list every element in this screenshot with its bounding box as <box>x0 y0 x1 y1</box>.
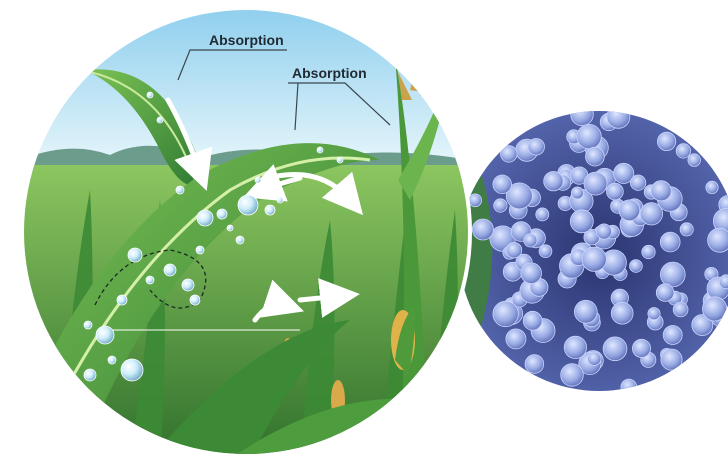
particle-bead <box>472 219 493 240</box>
particle-bead <box>506 329 526 349</box>
particle-bead <box>676 144 690 158</box>
particle-bead <box>706 181 718 193</box>
particle-bead <box>493 175 512 194</box>
water-droplet <box>164 264 176 276</box>
particle-bead <box>596 224 611 239</box>
absorption-label-top: Absorption <box>209 32 284 48</box>
water-droplet <box>84 321 92 329</box>
particle-bead <box>570 210 593 233</box>
particle-bead <box>539 245 552 258</box>
water-droplet <box>196 246 204 254</box>
particle-bead <box>493 301 518 326</box>
particle-bead <box>536 208 549 221</box>
particle-bead <box>680 223 693 236</box>
water-droplet <box>176 186 184 194</box>
particle-bead <box>663 326 682 345</box>
particle-bead <box>584 172 607 195</box>
particle-bead <box>561 364 584 387</box>
water-droplet <box>337 157 343 163</box>
particle-bead <box>611 302 633 324</box>
particle-bead <box>642 245 655 258</box>
particle-bead <box>506 242 522 258</box>
water-droplet <box>277 197 283 203</box>
water-droplet <box>96 326 114 344</box>
particle-bead <box>660 262 685 287</box>
water-droplet <box>238 195 258 215</box>
particle-bead <box>673 302 688 317</box>
particle-bead <box>657 132 675 150</box>
water-droplet <box>227 225 233 231</box>
particle-bead <box>588 352 601 365</box>
water-droplet <box>255 177 261 183</box>
particle-bead <box>648 308 660 320</box>
particle-bead <box>640 203 662 225</box>
water-droplet <box>265 205 275 215</box>
particle-bead <box>524 234 537 247</box>
particle-bead <box>688 154 701 167</box>
particle-bead <box>544 172 563 191</box>
water-droplet <box>182 279 194 291</box>
particle-bead <box>656 284 674 302</box>
particle-bead <box>630 175 645 190</box>
water-droplet <box>190 295 200 305</box>
particle-bead <box>586 147 605 166</box>
water-droplet <box>236 236 244 244</box>
water-droplet <box>217 209 227 219</box>
particle-bead <box>521 263 542 284</box>
particle-bead <box>469 194 482 207</box>
microscopy-panel <box>455 103 728 405</box>
water-droplet <box>147 92 153 98</box>
particle-bead <box>603 337 627 361</box>
particle-bead <box>525 355 544 374</box>
particle-bead <box>523 311 542 330</box>
particle-bead <box>651 181 671 201</box>
particle-bead <box>632 339 650 357</box>
water-droplet <box>108 356 116 364</box>
particle-bead <box>494 199 507 212</box>
water-droplet <box>117 295 127 305</box>
water-droplet <box>197 210 213 226</box>
water-droplet <box>121 359 143 381</box>
water-droplet <box>157 117 163 123</box>
particle-bead <box>577 124 601 148</box>
particle-bead <box>660 232 680 252</box>
water-droplet <box>317 147 323 153</box>
water-droplet <box>128 248 142 262</box>
particle-bead <box>708 228 728 252</box>
absorption-label-right: Absorption <box>292 65 367 81</box>
particle-bead <box>607 183 624 200</box>
particle-bead <box>564 336 586 358</box>
particle-bead <box>528 139 545 156</box>
particle-bead <box>619 200 640 221</box>
particle-bead <box>571 103 594 126</box>
particle-bead <box>574 300 597 323</box>
crop-field-panel <box>20 6 480 459</box>
water-droplet <box>146 276 154 284</box>
water-droplet <box>84 369 96 381</box>
particle-bead <box>582 247 606 271</box>
particle-bead <box>571 187 583 199</box>
particle-bead <box>630 260 643 273</box>
